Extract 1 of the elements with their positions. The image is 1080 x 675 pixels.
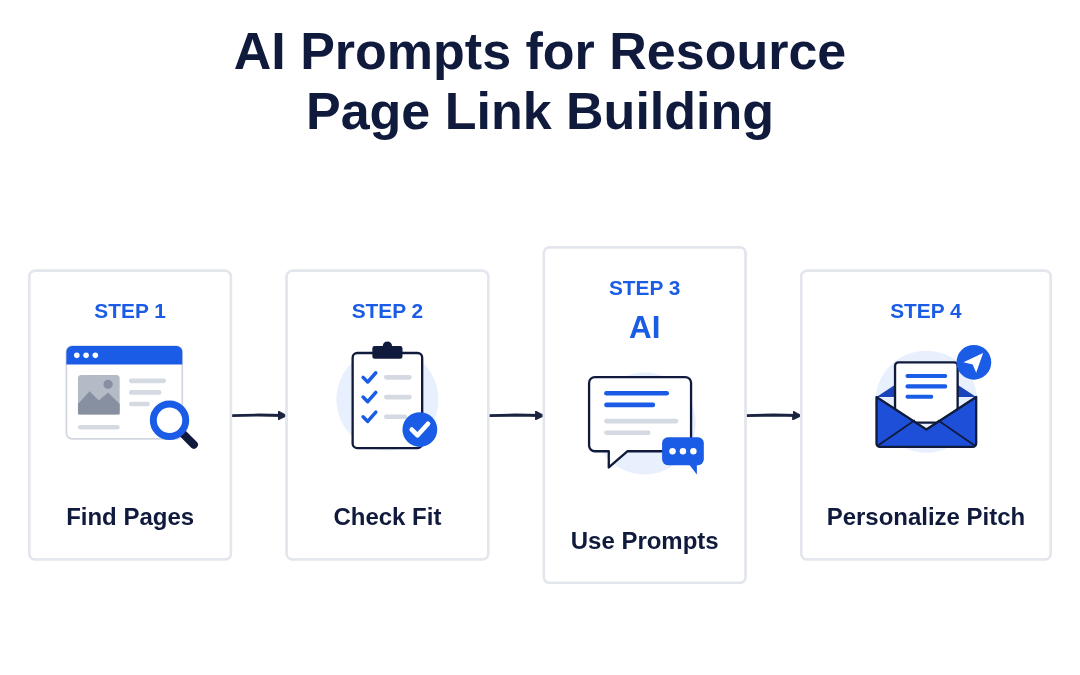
title: AI Prompts for Resource Page Link Building	[232, 22, 848, 142]
